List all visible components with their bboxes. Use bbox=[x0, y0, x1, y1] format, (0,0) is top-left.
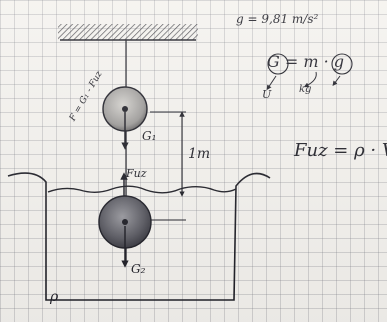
weight-top-label: G₁ bbox=[142, 129, 157, 143]
weight-bottom-label: G₂ bbox=[131, 262, 146, 276]
distance-label: 1m bbox=[188, 146, 211, 162]
buoyant-force-label: Fuz bbox=[126, 167, 147, 180]
g-unit-label: kg bbox=[299, 84, 312, 95]
water-surface bbox=[47, 185, 237, 194]
density-label: ρ bbox=[50, 289, 59, 305]
gravity-formula: g = 9,81 m/s² bbox=[236, 12, 319, 26]
circle-g bbox=[267, 53, 289, 75]
weight-formula: G = m · g bbox=[267, 52, 345, 71]
water-container bbox=[7, 172, 271, 301]
circle-small-g bbox=[331, 53, 353, 75]
buoyancy-formula: Fuz = ρ · V · g bbox=[294, 140, 387, 161]
mass-unit-label: U bbox=[262, 88, 272, 101]
ceiling-hatching bbox=[58, 24, 198, 40]
